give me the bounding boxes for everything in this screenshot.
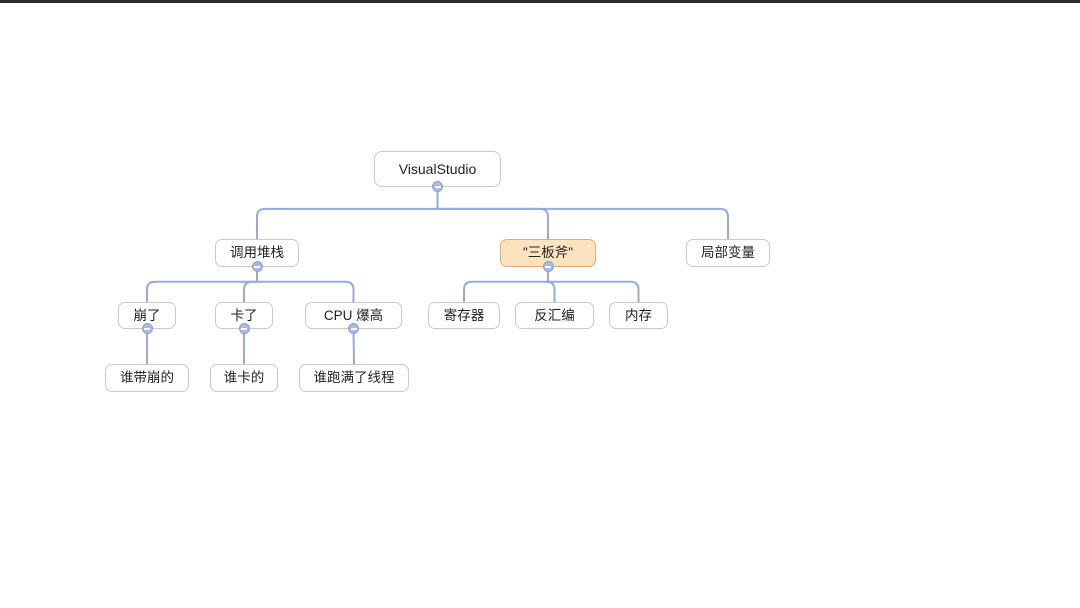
collapse-toggle-icon[interactable]	[432, 181, 443, 192]
mindmap-node-fanhuibian[interactable]: 反汇编	[515, 302, 594, 329]
mindmap-node-localvar[interactable]: 局部变量	[686, 239, 770, 267]
mindmap-node-label: 局部变量	[701, 245, 755, 261]
collapse-toggle-icon[interactable]	[141, 323, 153, 334]
mindmap-node-label: 反汇编	[534, 307, 575, 323]
mindmap-node-neicun[interactable]: 内存	[609, 302, 668, 329]
window-top-edge	[0, 0, 1080, 3]
mindmap-node-jicunqi[interactable]: 寄存器	[428, 302, 500, 329]
mindmap-node-label: 内存	[625, 307, 652, 323]
mindmap-node-shuidaibeng[interactable]: 谁带崩的	[105, 364, 189, 392]
mindmap-node-label: 崩了	[133, 307, 161, 323]
mindmap-node-cpu[interactable]: CPU 爆高	[305, 302, 402, 334]
mindmap-node-label: VisualStudio	[398, 161, 477, 177]
mindmap-node-label: 谁带崩的	[120, 370, 174, 386]
connector-sanbanfu-jicunqi	[463, 280, 549, 303]
collapse-toggle-icon[interactable]	[348, 323, 359, 334]
mindmap-node-label: 卡了	[230, 307, 258, 323]
connector-root-sanbanfu	[436, 207, 549, 240]
connector-root-localvar	[436, 207, 729, 240]
mindmap-node-stack[interactable]: 调用堆栈	[215, 239, 299, 272]
collapse-toggle-icon[interactable]	[542, 261, 554, 272]
mindmap-node-label: 谁跑满了线程	[313, 370, 395, 386]
mindmap-node-beng[interactable]: 崩了	[118, 302, 176, 334]
mindmap-node-label: 谁卡的	[223, 370, 265, 386]
connector-cpu-shuipaoman	[352, 328, 355, 365]
connector-stack-cpu	[256, 280, 355, 303]
mindmap-node-shuipaoman[interactable]: 谁跑满了线程	[299, 364, 409, 392]
connector-sanbanfu-neicun	[547, 280, 640, 303]
connector-sanbanfu-fanhuibian	[546, 280, 556, 303]
mindmap-node-ka[interactable]: 卡了	[215, 302, 273, 334]
mindmap-node-label: 调用堆栈	[230, 245, 284, 261]
mindmap-node-label: "三板斧"	[522, 245, 574, 261]
connector-root-stack	[256, 207, 439, 240]
mindmap-node-shuika[interactable]: 谁卡的	[210, 364, 278, 392]
collapse-toggle-icon[interactable]	[251, 261, 263, 272]
connector-stack-ka	[243, 280, 258, 303]
connector-stack-beng	[146, 280, 258, 303]
mindmap-node-label: CPU 爆高	[323, 307, 384, 323]
mindmap-node-label: 寄存器	[443, 307, 485, 323]
collapse-toggle-icon[interactable]	[238, 323, 250, 334]
mindmap-node-sanbanfu[interactable]: "三板斧"	[500, 239, 596, 272]
mindmap-node-root[interactable]: VisualStudio	[374, 151, 501, 192]
mindmap-canvas[interactable]: VisualStudio 调用堆栈 "三板斧" 局部变量崩了 卡了 CPU 爆高 寄存器 反汇…	[0, 3, 1080, 608]
